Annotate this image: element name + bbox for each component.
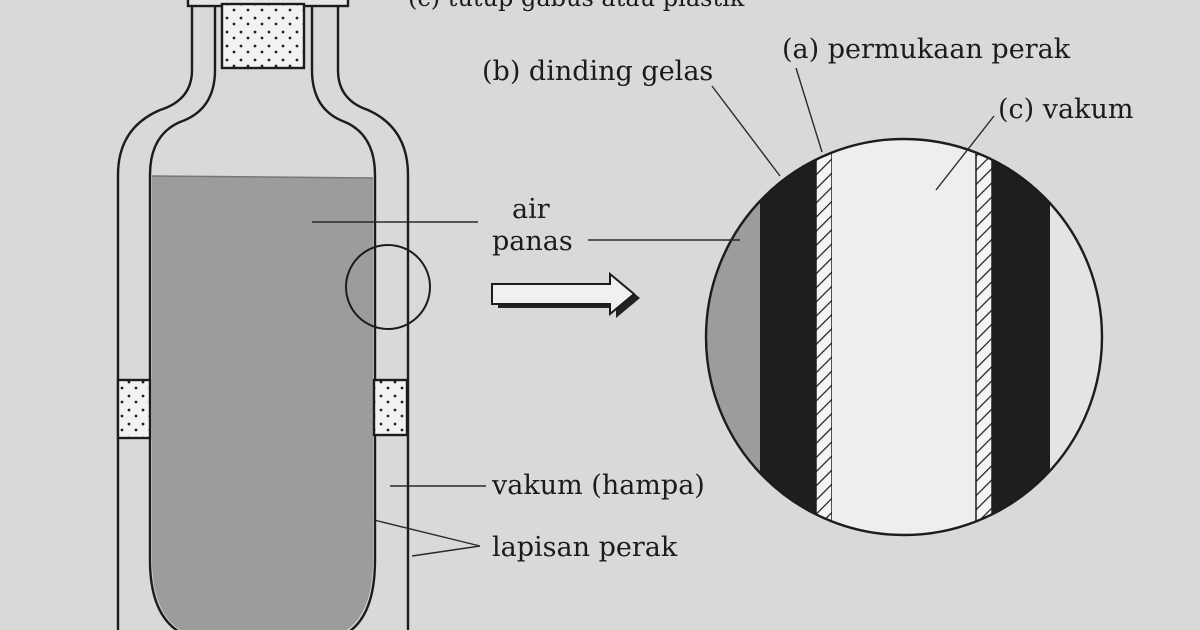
thermos-flask [116,0,431,630]
water-surface [151,175,374,179]
header-text: (c) tutup gabus atau plastik [408,0,745,12]
support-left [116,378,152,440]
leader-lapisan-perak-1 [373,519,481,547]
label-permukaan-perak: (a) permukaan perak [782,34,1071,65]
label-lapisan-perak: lapisan perak [492,532,678,563]
inner-glass-shell [148,0,377,630]
leader-permukaan-perak [795,67,823,153]
right-arrow-icon [491,271,640,318]
glass-wall-left [760,139,816,535]
label-panas: panas [492,226,573,257]
lens-outline [704,137,1104,537]
magnify-circle [345,244,431,330]
label-vakum: (c) vakum [998,94,1133,125]
leader-lapisan-perak-2 [411,545,481,557]
support-right [372,378,409,437]
magnified-section [704,137,1104,537]
glass-wall-right [992,139,1050,535]
label-dinding-gelas: (b) dinding gelas [482,56,713,87]
label-air: air [512,194,550,225]
hot-water-band [706,139,762,535]
silver-surface-right [975,147,993,535]
leader-vakum [935,115,995,191]
outer-glass-shell [116,0,410,630]
hot-water [152,176,373,630]
leader-dinding-gelas [711,85,781,177]
label-vakum-hampa: vakum (hampa) [491,470,705,501]
vacuum-gap [832,139,976,535]
silver-surface-left [815,147,833,535]
cork-stopper [220,2,306,70]
